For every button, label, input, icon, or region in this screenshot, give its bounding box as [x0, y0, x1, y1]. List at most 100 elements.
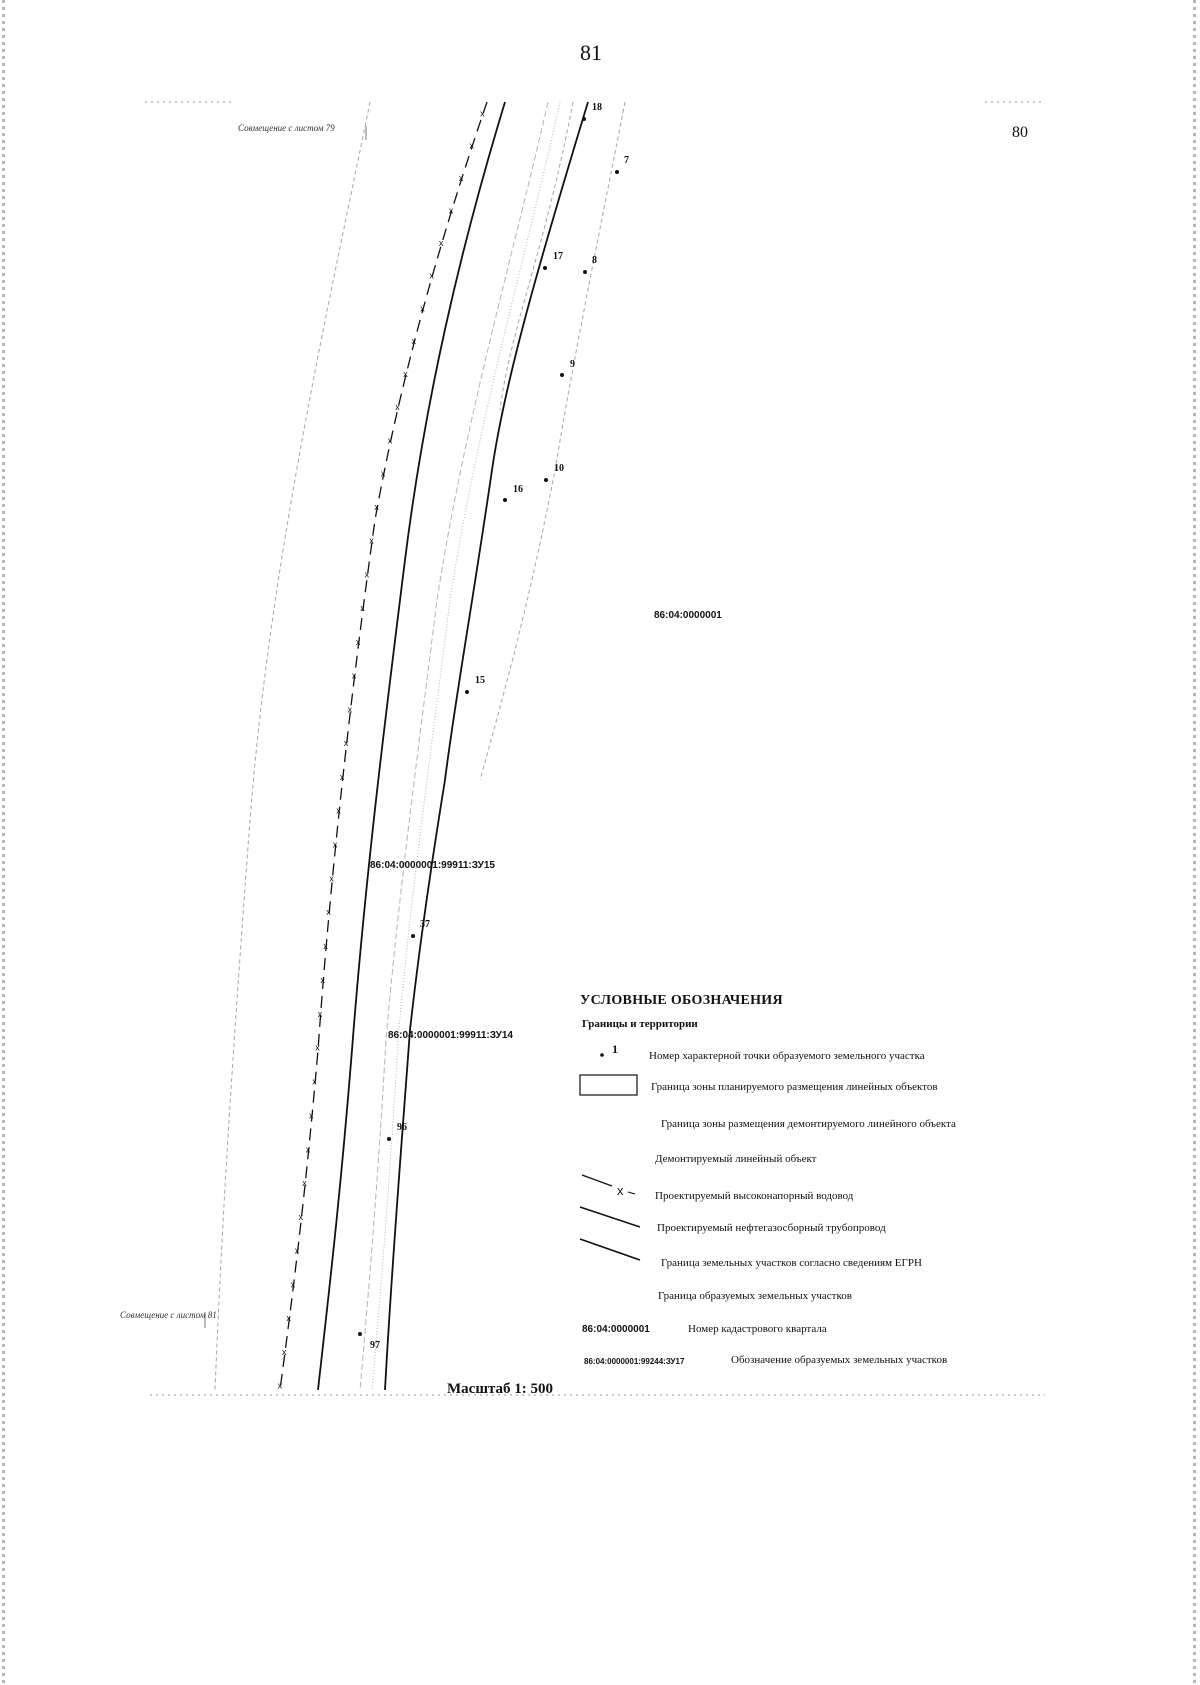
x-mark: x — [340, 772, 345, 782]
x-mark: x — [299, 1212, 304, 1222]
legend-item-3: Граница зоны размещения демонтируемого л… — [661, 1118, 956, 1130]
point-label-97: 97 — [370, 1340, 380, 1351]
point-16 — [503, 498, 507, 502]
point-label-8: 8 — [592, 255, 597, 266]
point-17 — [543, 266, 547, 270]
x-mark: x — [302, 1178, 307, 1188]
map-scale: Масштаб 1: 500 — [447, 1381, 554, 1397]
point-label-16: 16 — [513, 484, 523, 495]
x-mark: x — [344, 738, 349, 748]
legend-parcel-symbol: 86:04:0000001:99244:ЗУ17 — [584, 1357, 685, 1366]
x-mark: x — [395, 402, 400, 412]
legend-title: УСЛОВНЫЕ ОБОЗНАЧЕНИЯ — [580, 993, 783, 1008]
x-mark: x — [326, 907, 331, 917]
legend-symbol-planned-zone — [579, 1074, 638, 1096]
parcel-label-zu14: 86:04:0000001:99911:ЗУ14 — [388, 1030, 513, 1041]
x-mark: x — [469, 141, 474, 151]
x-mark: x — [403, 369, 408, 379]
egrn-boundaries — [214, 101, 626, 1391]
right-scan-edge — [1193, 0, 1196, 1685]
point-18 — [582, 117, 586, 121]
x-mark: x — [449, 205, 454, 215]
x-mark: x — [291, 1279, 296, 1289]
point-10 — [544, 478, 548, 482]
point-label-7: 7 — [624, 155, 629, 166]
legend-item-5: Проектируемый высоконапорный водовод — [655, 1190, 854, 1202]
point-label-18: 18 — [592, 102, 602, 113]
point-15 — [465, 690, 469, 694]
characteristic-points: 18 7 17 8 9 16 10 15 37 96 97 — [358, 102, 629, 1351]
legend-item-9: Номер кадастрового квартала — [688, 1323, 827, 1335]
match-line-top: Совмещение с листом 79 — [238, 123, 335, 133]
point-label-15: 15 — [475, 675, 485, 686]
x-mark: x — [439, 238, 444, 248]
x-mark: x — [429, 271, 434, 281]
point-7 — [615, 170, 619, 174]
legend-symbol-point — [600, 1053, 604, 1057]
egrn-boundary-left — [214, 101, 371, 1391]
legend-symbols — [579, 1074, 641, 1261]
left-scan-edge — [2, 0, 5, 1685]
point-label-96: 96 — [397, 1122, 407, 1133]
legend-symbol-x: x — [617, 1183, 624, 1198]
egrn-boundary-mid — [499, 101, 574, 411]
x-mark: x — [329, 873, 334, 883]
x-mark: x — [480, 108, 485, 118]
cadastral-quarter-label: 86:04:0000001 — [654, 610, 722, 621]
point-9 — [560, 373, 564, 377]
survey-hatch — [359, 101, 561, 1391]
legend-item-8: Граница образуемых земельных участков — [658, 1290, 852, 1302]
egrn-boundary-right — [479, 101, 626, 781]
legend-item-1: Номер характерной точки образуемого земе… — [649, 1050, 925, 1062]
x-mark: x — [320, 975, 325, 985]
match-line-markers — [204, 126, 367, 1328]
page-number: 81 — [580, 40, 602, 65]
legend-point-number: 1 — [612, 1042, 618, 1056]
point-8 — [583, 270, 587, 274]
point-37 — [411, 934, 415, 938]
x-mark: x — [360, 603, 365, 613]
x-mark: x — [312, 1077, 317, 1087]
map-frame — [145, 101, 1045, 1396]
parcel-label-zu15: 86:04:0000001:99911:ЗУ15 — [370, 860, 495, 871]
x-mark: x — [278, 1381, 283, 1391]
x-mark: x — [286, 1313, 291, 1323]
point-label-9: 9 — [570, 359, 575, 370]
legend-symbol-dismantled — [581, 1174, 613, 1187]
x-mark: x — [323, 941, 328, 951]
point-96 — [387, 1137, 391, 1141]
x-mark: x — [381, 469, 386, 479]
x-mark: x — [420, 303, 425, 313]
x-mark: x — [459, 173, 464, 183]
sheet-number: 80 — [1012, 124, 1028, 141]
legend-item-6: Проектируемый нефтегазосборный трубопров… — [657, 1222, 886, 1234]
legend-item-7: Граница земельных участков согласно свед… — [661, 1257, 922, 1269]
legend-item-2: Граница зоны планируемого размещения лин… — [651, 1081, 938, 1093]
x-mark: x — [315, 1043, 320, 1053]
point-label-17: 17 — [553, 251, 563, 262]
x-mark: x — [295, 1246, 300, 1256]
legend-item-4: Демонтируемый линейный объект — [655, 1153, 817, 1165]
x-mark: x — [309, 1110, 314, 1120]
x-mark: x — [412, 336, 417, 346]
x-mark: x — [336, 806, 341, 816]
x-mark: x — [306, 1144, 311, 1154]
x-mark: x — [348, 704, 353, 714]
legend-item-10: Обозначение образуемых земельных участко… — [731, 1354, 948, 1366]
point-label-10: 10 — [554, 463, 564, 474]
x-mark: x — [374, 502, 379, 512]
x-mark: x — [333, 840, 338, 850]
projected-water-line — [317, 101, 506, 1391]
legend-cadastral-symbol: 86:04:0000001 — [582, 1324, 650, 1335]
x-mark: x — [388, 435, 393, 445]
x-mark: x — [282, 1347, 287, 1357]
x-mark: x — [318, 1009, 323, 1019]
point-97 — [358, 1332, 362, 1336]
x-mark: x — [356, 637, 361, 647]
x-mark: x — [365, 569, 370, 579]
legend-subtitle: Границы и территории — [582, 1018, 698, 1030]
point-label-37: 37 — [420, 919, 430, 930]
projected-oil-gas-pipeline — [384, 101, 589, 1391]
